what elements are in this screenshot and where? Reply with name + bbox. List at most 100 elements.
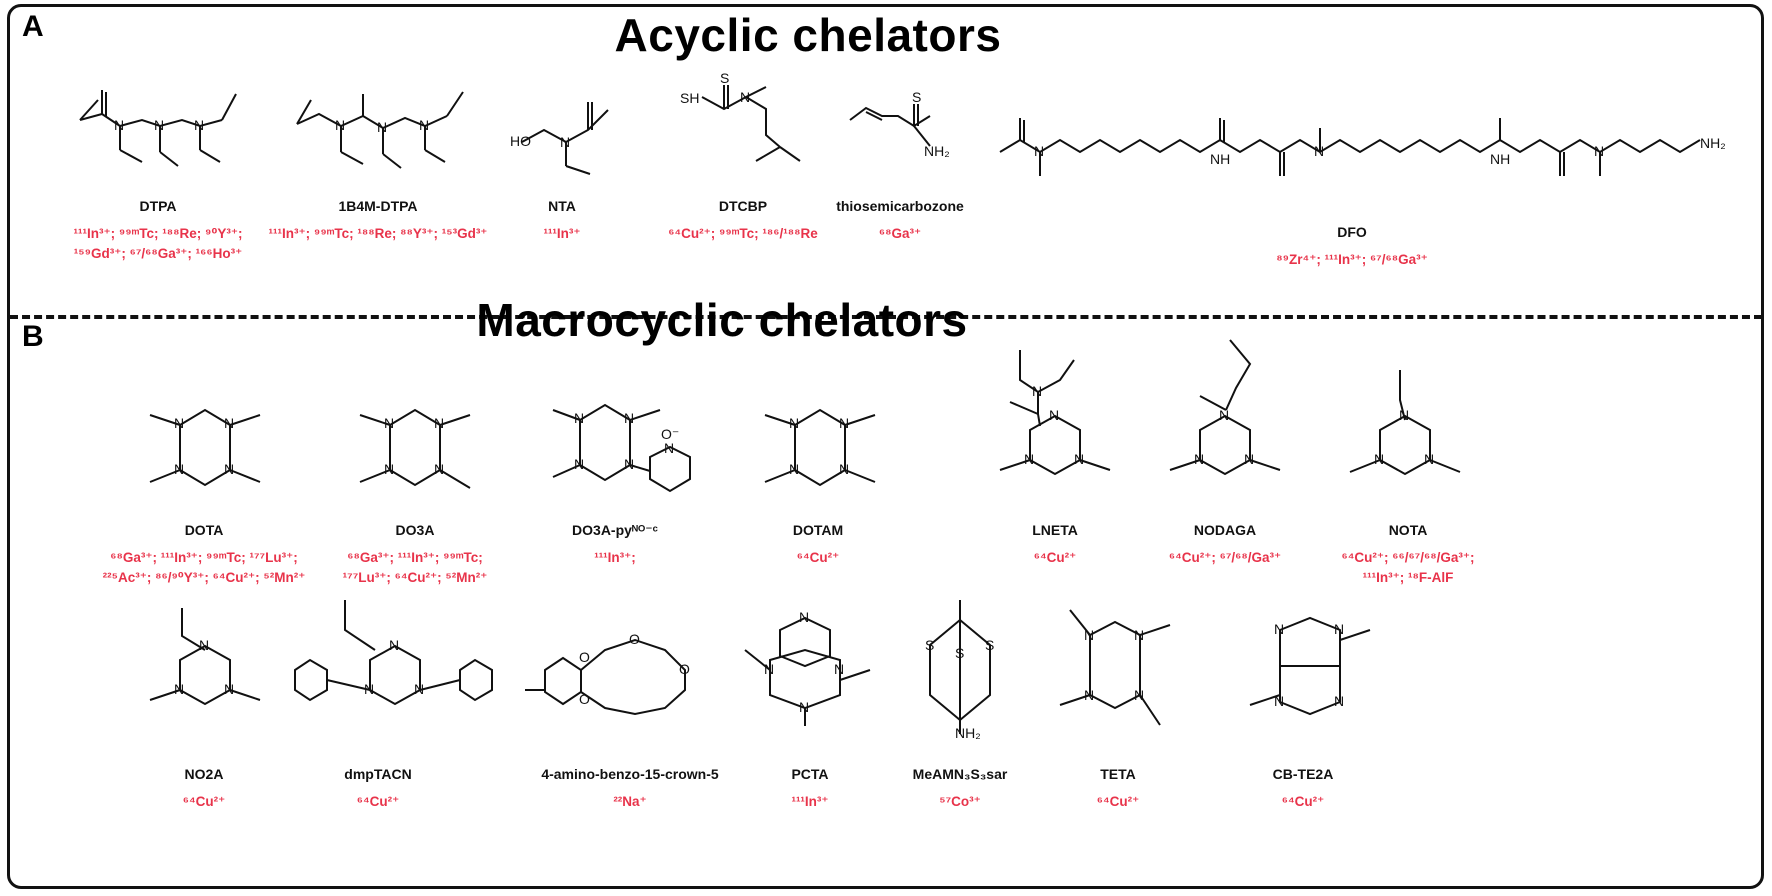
radiometal-line: ⁶⁴Cu²⁺: [796, 550, 840, 565]
atom-label-n: N: [194, 117, 204, 133]
atom-label-s: S: [925, 637, 934, 653]
atom-label-n: N: [1424, 451, 1434, 467]
panel-a-label: A: [22, 10, 44, 43]
atom-label-n: N: [1134, 627, 1144, 643]
radiometal-line: ⁶⁴Cu²⁺: [1096, 794, 1140, 809]
atom-label-n: N: [224, 681, 234, 697]
panel-b-title: Macrocyclic chelators: [476, 294, 968, 346]
atom-label-n: N: [1274, 621, 1284, 637]
atom-label-n: N: [1334, 693, 1344, 709]
atom-label-n: N: [574, 410, 584, 426]
atom-label-n: N: [1274, 693, 1284, 709]
chelator-name: DTPA: [139, 198, 177, 214]
atom-label-s: S: [985, 637, 994, 653]
chelator-name: DFO: [1337, 224, 1367, 240]
radiometal-line: ²²⁵Ac³⁺; ⁸⁶/⁹⁰Y³⁺; ⁶⁴Cu²⁺; ⁵²Mn²⁺: [102, 570, 306, 585]
radiometal-list: ⁶⁸Ga³⁺; ¹¹¹In³⁺; ⁹⁹ᵐTc;¹⁷⁷Lu³⁺; ⁶⁴Cu²⁺; …: [343, 548, 488, 588]
chelator-name: 4-amino-benzo-15-crown-5: [541, 766, 719, 782]
atom-label-n: N: [574, 456, 584, 472]
chelator-name: thiosemicarbozone: [836, 198, 964, 214]
atom-label-n: N: [114, 117, 124, 133]
radiometal-list: ⁶⁴Cu²⁺; ⁹⁹ᵐTc; ¹⁸⁶/¹⁸⁸Re: [668, 224, 818, 244]
atom-label-n: N: [174, 415, 184, 431]
atom-label-o: O: [579, 691, 590, 707]
atom-label-n: N: [154, 117, 164, 133]
thiosemicarbozone-structure: S NH₂: [849, 89, 950, 159]
radiometal-line: ¹¹¹In³⁺;: [594, 550, 636, 565]
panel-b-label: B: [22, 320, 44, 353]
radiometal-line: ¹¹¹In³⁺; ⁹⁹ᵐTc; ¹⁸⁸Re; ⁹⁰Y³⁺;: [73, 226, 243, 241]
atom-label-n: N: [624, 410, 634, 426]
atom-label-nh2: NH₂: [1700, 135, 1726, 151]
atom-label-s: S: [912, 89, 921, 105]
radiometal-line: ⁸⁹Zr⁴⁺; ¹¹¹In³⁺; ⁶⁷/⁶⁸Ga³⁺: [1276, 252, 1428, 267]
panel-a-title: Acyclic chelators: [614, 9, 1002, 61]
atom-label-n: N: [414, 681, 424, 697]
radiometal-line: ¹¹¹In³⁺: [543, 226, 581, 241]
radiometal-list: ⁶⁴Cu²⁺: [1034, 548, 1077, 568]
chelator-name: DOTAM: [792, 522, 844, 538]
atom-label-n: N: [1314, 143, 1324, 159]
atom-label-n: N: [789, 461, 799, 477]
radiometal-line: ¹¹¹In³⁺; ⁹⁹ᵐTc; ¹⁸⁸Re; ⁸⁸Y³⁺; ¹⁵³Gd³⁺: [268, 226, 488, 241]
chelator-name: MeAMN₃S₃sar: [912, 766, 1008, 782]
atom-label-o: O: [579, 649, 590, 665]
radiometal-list: ⁸⁹Zr⁴⁺; ¹¹¹In³⁺; ⁶⁷/⁶⁸Ga³⁺: [1276, 250, 1427, 270]
chelator-name: TETA: [1100, 766, 1136, 782]
radiometal-list: ⁵⁷Co³⁺: [939, 792, 981, 812]
atom-label-o: O: [679, 661, 690, 677]
radiometal-list: ⁶⁴Cu²⁺: [183, 792, 226, 812]
radiometal-line: ⁶⁸Ga³⁺; ¹¹¹In³⁺; ⁹⁹ᵐTc;: [347, 550, 483, 565]
atom-label-nh2: NH₂: [924, 143, 950, 159]
radiometal-line: ⁶⁴Cu²⁺; ⁶⁷/⁶⁸/Ga³⁺: [1168, 550, 1282, 565]
atom-label-ho: HO: [510, 133, 531, 149]
atom-label-n: N: [1034, 143, 1044, 159]
radiometal-list: ⁶⁴Cu²⁺: [1097, 792, 1140, 812]
chelator-name: DOTA: [184, 522, 224, 538]
radiometal-line: ⁶⁸Ga³⁺: [878, 226, 922, 241]
radiometal-line: ²²Na⁺: [613, 794, 647, 809]
atom-label-n: N: [419, 117, 429, 133]
atom-label-n: N: [224, 415, 234, 431]
radiometal-line: ¹¹¹In³⁺; ¹⁸F-AlF: [1362, 570, 1454, 585]
chelator-name: NODAGA: [1193, 522, 1257, 538]
atom-label-n: N: [1594, 143, 1604, 159]
radiometal-list: ⁶⁴Cu²⁺: [1282, 792, 1325, 812]
chelator-name: CB-TE2A: [1272, 766, 1334, 782]
atom-label-o: O: [629, 631, 640, 647]
chelator-name: DO3A: [395, 522, 435, 538]
atom-label-n: N: [789, 415, 799, 431]
atom-label-n: N: [434, 461, 444, 477]
chelator-name: 1B4M-DTPA: [338, 198, 418, 214]
radiometal-line: ⁶⁴Cu²⁺: [1033, 550, 1077, 565]
radiometal-list: ¹¹¹In³⁺: [791, 792, 828, 812]
radiometal-line: ¹¹¹In³⁺: [791, 794, 829, 809]
radiometal-line: ¹⁵⁹Gd³⁺; ⁶⁷/⁶⁸Ga³⁺; ¹⁶⁶Ho³⁺: [73, 246, 243, 261]
atom-label-n: N: [335, 117, 345, 133]
nta-structure: NHO: [510, 102, 609, 175]
radiometal-list: ¹¹¹In³⁺: [543, 224, 580, 244]
radiometal-list: ⁶⁸Ga³⁺: [879, 224, 921, 244]
radiometal-list: ⁶⁴Cu²⁺; ⁶⁷/⁶⁸/Ga³⁺: [1169, 548, 1281, 568]
radiometal-line: ⁶⁴Cu²⁺: [1281, 794, 1325, 809]
atom-label-n: N: [1194, 451, 1204, 467]
atom-label-n: N: [384, 461, 394, 477]
atom-label-nh: NH: [1210, 151, 1230, 167]
radiometal-list: ⁶⁴Cu²⁺: [357, 792, 400, 812]
chelator-name: dmpTACN: [344, 766, 412, 782]
atom-label-n: N: [1024, 451, 1034, 467]
atom-label-n: N: [1084, 627, 1094, 643]
atom-label-nh: NH: [1490, 151, 1510, 167]
radiometal-line: ⁶⁴Cu²⁺; ⁶⁶/⁶⁷/⁶⁸/Ga³⁺;: [1341, 550, 1475, 565]
atom-label-n: N: [839, 461, 849, 477]
atom-label-n: N: [224, 461, 234, 477]
